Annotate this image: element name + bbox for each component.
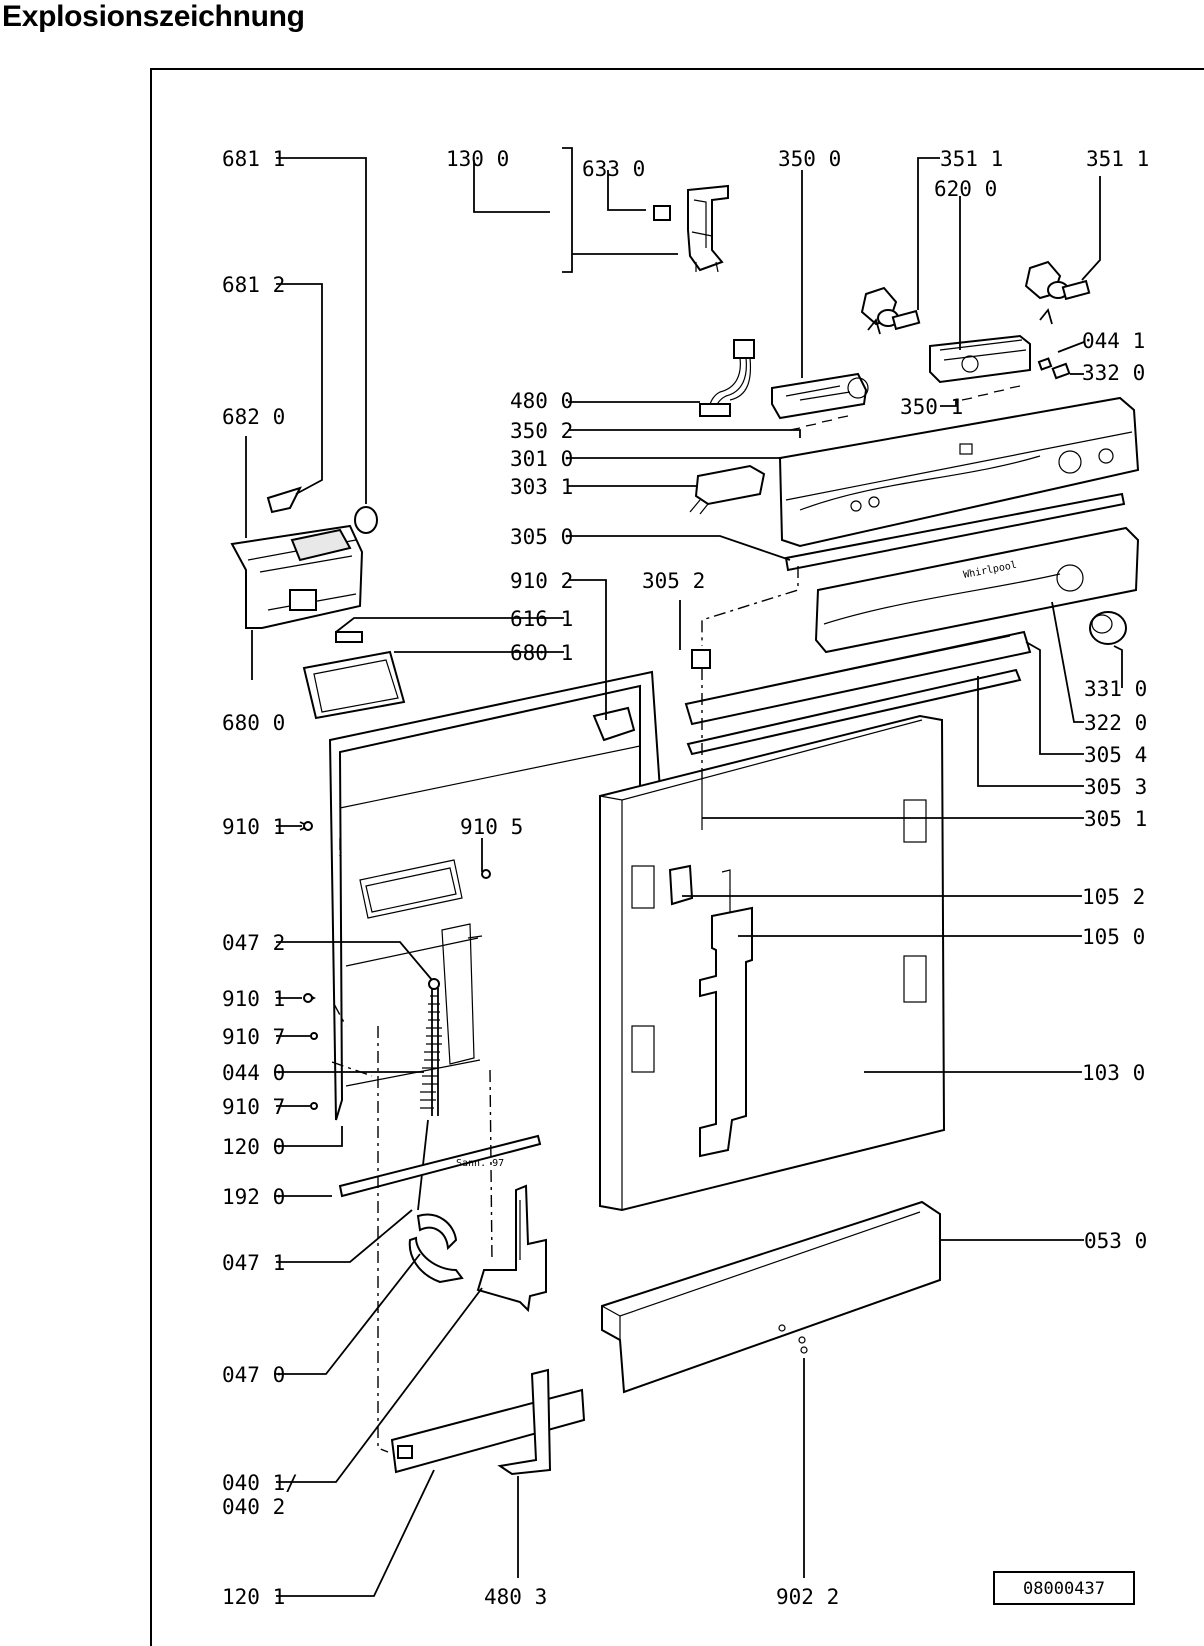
label-303-1: 303 1 <box>510 475 573 499</box>
part-kick-plate <box>601 1200 941 1394</box>
label-322-0: 322 0 <box>1084 711 1147 735</box>
page-title: Explosionszeichnung <box>2 0 305 33</box>
part-clip <box>335 631 363 643</box>
label-103-0: 103 0 <box>1082 1061 1145 1085</box>
part-hinge-bracket <box>653 184 729 273</box>
label-305-0: 305 0 <box>510 525 573 549</box>
label-910-2: 910 2 <box>510 569 573 593</box>
label-680-0: 680 0 <box>222 711 285 735</box>
label-305-1: 305 1 <box>1084 807 1147 831</box>
label-105-0: 105 0 <box>1082 925 1145 949</box>
label-910-5: 910 5 <box>460 815 523 839</box>
label-350-0: 350 0 <box>778 147 841 171</box>
label-040-1: 040 1/ <box>222 1471 298 1495</box>
label-192-0: 192 0 <box>222 1185 285 1209</box>
drawing-number: 08000437 <box>1023 1579 1105 1599</box>
part-inner-door <box>328 670 662 1121</box>
label-910-7-b: 910 7 <box>222 1095 285 1119</box>
label-040-2: 040 2 <box>222 1495 285 1519</box>
label-120-0: 120 0 <box>222 1135 285 1159</box>
part-handle <box>689 464 766 515</box>
label-680-1: 680 1 <box>510 641 573 665</box>
label-301-0: 301 0 <box>510 447 573 471</box>
part-support-foot <box>497 1368 552 1476</box>
label-044-1: 044 1 <box>1082 329 1145 353</box>
drawing-frame <box>150 68 1204 1646</box>
part-trim-strip <box>784 492 1126 572</box>
part-clip-small <box>691 649 711 669</box>
label-910-1-a: 910 1 <box>222 815 285 839</box>
label-305-2: 305 2 <box>642 569 705 593</box>
assembly-centerlines <box>331 566 799 1453</box>
label-053-0: 053 0 <box>1084 1229 1147 1253</box>
part-small-pins <box>1037 357 1071 380</box>
part-hinge-plate <box>592 706 636 742</box>
label-351-1-a: 351 1 <box>940 147 1003 171</box>
label-120-1: 120 1 <box>222 1585 285 1609</box>
part-labels: 681 1 130 0 633 0 350 0 351 1 620 0 351 … <box>222 147 1149 1609</box>
part-knob-assembly-right <box>1024 260 1091 301</box>
drawing-number-box: 08000437 <box>993 1571 1135 1605</box>
label-305-3: 305 3 <box>1084 775 1147 799</box>
label-910-1-b: 910 1 <box>222 987 285 1011</box>
label-105-2: 105 2 <box>1082 885 1145 909</box>
part-wiring-harness <box>699 339 755 417</box>
label-305-4: 305 4 <box>1084 743 1147 767</box>
part-button-set <box>789 385 1021 431</box>
label-910-7-a: 910 7 <box>222 1025 285 1049</box>
label-616-1: 616 1 <box>510 607 573 631</box>
leader-lines <box>245 147 1123 1597</box>
label-350-1: 350 1 <box>900 395 963 419</box>
label-047-1: 047 1 <box>222 1251 285 1275</box>
label-480-3: 480 3 <box>484 1585 547 1609</box>
label-620-0: 620 0 <box>934 177 997 201</box>
part-bottom-rail <box>338 1134 542 1198</box>
label-633-0: 633 0 <box>582 157 645 181</box>
label-130-0: 130 0 <box>446 147 509 171</box>
label-047-0: 047 0 <box>222 1363 285 1387</box>
label-044-0: 044 0 <box>222 1061 285 1085</box>
label-047-2: 047 2 <box>222 931 285 955</box>
part-control-panel <box>778 396 1140 548</box>
label-480-0: 480 0 <box>510 389 573 413</box>
label-331-0: 331 0 <box>1084 677 1147 701</box>
part-detergent-dispenser <box>230 486 378 629</box>
label-902-2: 902 2 <box>776 1585 839 1609</box>
part-bottom-strip <box>390 1388 586 1474</box>
part-programmer-unit <box>929 334 1031 384</box>
part-lock-bracket <box>668 864 753 1158</box>
label-350-2: 350 2 <box>510 419 573 443</box>
part-knob <box>1089 611 1127 645</box>
stamp-text: Sann. 97 <box>456 1158 504 1169</box>
part-rail-lower <box>686 668 1022 756</box>
part-front-fascia: Whirlpool <box>814 526 1140 654</box>
label-351-1-b: 351 1 <box>1086 147 1149 171</box>
part-pulley <box>408 1213 464 1284</box>
label-681-2: 681 2 <box>222 273 285 297</box>
part-electronic-module <box>771 372 869 420</box>
label-681-1: 681 1 <box>222 147 285 171</box>
part-door-spring <box>417 978 442 1211</box>
part-rail-upper <box>684 630 1032 726</box>
small-screws <box>303 821 491 1110</box>
part-outer-door <box>599 714 946 1212</box>
label-682-0: 682 0 <box>222 405 285 429</box>
part-gasket <box>302 650 406 720</box>
part-hinge-arm <box>476 1184 547 1313</box>
label-332-0: 332 0 <box>1082 361 1145 385</box>
part-knob-assembly-left <box>860 286 921 331</box>
